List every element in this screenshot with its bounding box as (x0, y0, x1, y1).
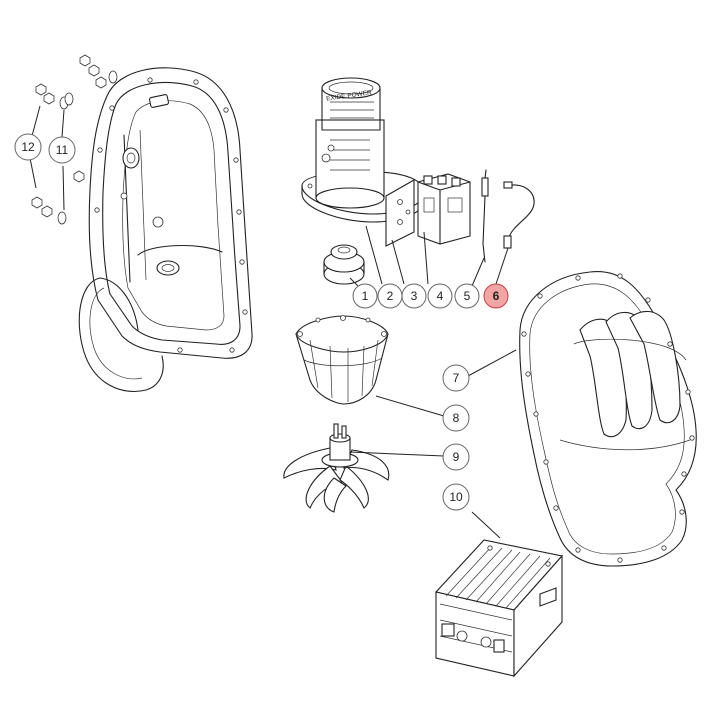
callout-11[interactable]: 11 (48, 136, 76, 164)
callout-5-text: 5 (464, 289, 471, 303)
callout-3[interactable]: 3 (401, 283, 427, 309)
drive-coupler[interactable] (323, 244, 365, 285)
flat-washers[interactable] (57, 70, 118, 225)
callout-leaders-1-6 (349, 225, 509, 287)
hex-nuts[interactable] (31, 54, 107, 218)
callout-1[interactable]: 1 (352, 283, 378, 309)
callout-10[interactable]: 10 (442, 483, 470, 511)
callout-2-text: 2 (387, 289, 394, 303)
callout-8[interactable]: 8 (442, 404, 470, 432)
housing-frame[interactable] (78, 67, 253, 392)
callout-6[interactable]: 6 (483, 283, 509, 309)
callout-labels: 12 11 1 2 3 4 5 6 7 8 9 10 (14, 133, 509, 511)
fan-impeller[interactable] (283, 423, 445, 513)
mounting-bracket[interactable] (385, 179, 415, 247)
callout-4-text: 4 (437, 289, 444, 303)
callout-9-text: 9 (453, 450, 460, 464)
callout-leaders-11-12 (29, 105, 65, 211)
callout-3-text: 3 (411, 289, 418, 303)
wire-harness[interactable] (503, 181, 535, 249)
callout-8-text: 8 (453, 411, 460, 425)
callout-12-text: 12 (21, 140, 35, 154)
motor-controller[interactable] (434, 511, 564, 678)
callout-7-text: 7 (453, 371, 460, 385)
callout-2[interactable]: 2 (377, 283, 403, 309)
callout-12[interactable]: 12 (14, 133, 42, 161)
fan-shroud[interactable] (295, 315, 445, 417)
callout-7[interactable]: 7 (442, 364, 470, 392)
callout-10-text: 10 (449, 490, 463, 504)
housing-cover[interactable] (467, 271, 697, 567)
contactor-block[interactable] (417, 173, 471, 245)
fuse-sensor[interactable] (481, 169, 489, 263)
callout-1-text: 1 (362, 289, 369, 303)
callout-9[interactable]: 9 (442, 443, 470, 471)
callout-5[interactable]: 5 (454, 283, 480, 309)
drive-motor[interactable]: EXIDE POWER (301, 77, 425, 223)
callout-4[interactable]: 4 (427, 283, 453, 309)
callout-6-text: 6 (493, 289, 500, 303)
callout-11-text: 11 (56, 143, 69, 157)
